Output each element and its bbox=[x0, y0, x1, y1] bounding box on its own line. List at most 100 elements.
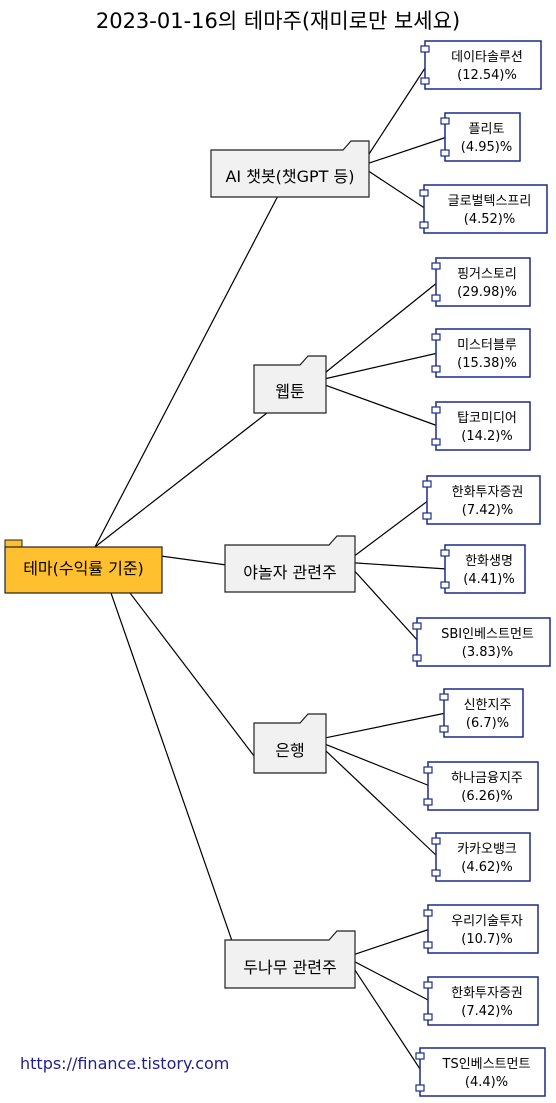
theme-node[interactable]: 두나무 관련주 bbox=[224, 930, 356, 989]
component-tab bbox=[423, 766, 433, 774]
folder-icon bbox=[210, 140, 370, 198]
stock-name: 우리기술투자 bbox=[451, 914, 523, 929]
stock-node[interactable]: 한화투자증권 (7.42)% bbox=[422, 475, 541, 525]
component-icon bbox=[427, 976, 539, 1026]
component-tab bbox=[423, 909, 433, 917]
connector-line bbox=[350, 562, 448, 570]
component-tab bbox=[439, 693, 449, 701]
component-icon bbox=[443, 688, 524, 738]
component-icon bbox=[427, 761, 539, 811]
stock-name: 하나금융지주 bbox=[451, 771, 523, 786]
stock-node[interactable]: 우리기술투자(10.7)% bbox=[423, 904, 539, 954]
component-tab bbox=[440, 581, 450, 589]
connector-line bbox=[321, 746, 439, 858]
component-tab bbox=[423, 1013, 433, 1021]
stock-return: (4.52)% bbox=[464, 212, 515, 227]
component-icon bbox=[424, 40, 542, 90]
component-tab bbox=[419, 189, 429, 197]
connector-line bbox=[321, 383, 439, 427]
stock-name: 글로벌텍스프리 bbox=[448, 194, 532, 209]
component-tab bbox=[439, 725, 449, 733]
stock-return: (7.42)% bbox=[461, 1004, 512, 1019]
connector-line bbox=[321, 712, 447, 740]
stock-name: 한화투자증권 bbox=[451, 986, 523, 1001]
theme-label: 웹툰 bbox=[275, 382, 304, 401]
connector-line bbox=[364, 168, 427, 210]
connector-line bbox=[94, 196, 278, 548]
theme-label: 야놀자 관련주 bbox=[243, 563, 336, 582]
stock-node[interactable]: 플리토 (4.95)% bbox=[440, 112, 521, 162]
component-icon bbox=[426, 475, 541, 525]
theme-node[interactable]: 은행 bbox=[253, 713, 327, 774]
component-tab bbox=[415, 1052, 425, 1060]
component-tab bbox=[431, 438, 441, 446]
folder-icon bbox=[224, 535, 356, 593]
stock-node[interactable]: 하나금융지주 (6.26)% bbox=[423, 761, 539, 811]
connector-line bbox=[350, 963, 423, 1073]
theme-node[interactable]: AI 챗봇(챗GPT 등) bbox=[210, 140, 370, 198]
component-tab bbox=[423, 941, 433, 949]
component-tab bbox=[431, 262, 441, 270]
component-tab bbox=[440, 149, 450, 157]
component-tab bbox=[422, 512, 432, 520]
stock-return: (15.38)% bbox=[457, 356, 517, 371]
stock-node[interactable]: 데이타솔루션(12.54)% bbox=[420, 40, 542, 90]
stock-node[interactable]: 한화투자증권 (7.42)% bbox=[423, 976, 539, 1026]
theme-label: 두나무 관련주 bbox=[243, 958, 336, 977]
theme-label: AI 챗봇(챗GPT 등) bbox=[225, 167, 354, 186]
component-tab bbox=[423, 798, 433, 806]
stock-node[interactable]: 미스터블루(15.38)% bbox=[431, 328, 531, 378]
stock-return: (29.98)% bbox=[457, 285, 517, 300]
folder-icon bbox=[253, 355, 327, 414]
folder-icon bbox=[224, 930, 356, 989]
component-icon bbox=[435, 832, 531, 882]
stock-node[interactable]: 핑거스토리(29.98)% bbox=[431, 257, 531, 307]
stock-name: 한화투자증권 bbox=[452, 485, 524, 500]
component-tab bbox=[440, 117, 450, 125]
stock-return: (4.95)% bbox=[461, 140, 512, 155]
connector-line bbox=[350, 499, 430, 559]
stock-name: 플리토 bbox=[469, 122, 505, 137]
connector-line bbox=[350, 928, 431, 957]
component-tab bbox=[419, 221, 429, 229]
stock-node[interactable]: 신한지주 (6.7)% bbox=[439, 688, 524, 738]
stock-return: (6.7)% bbox=[466, 716, 509, 731]
stock-name: 탑코미디어 bbox=[457, 411, 517, 426]
stock-node[interactable]: 카카오뱅크(4.62)% bbox=[431, 832, 531, 882]
footer-url[interactable]: https://finance.tistory.com bbox=[20, 1054, 229, 1073]
stock-name: 신한지주 bbox=[464, 698, 512, 713]
component-icon bbox=[435, 401, 531, 451]
component-tab bbox=[415, 1084, 425, 1092]
component-tab bbox=[420, 77, 430, 85]
stock-return: (6.26)% bbox=[461, 789, 512, 804]
connector-line bbox=[94, 546, 249, 989]
component-icon bbox=[427, 904, 539, 954]
stock-node[interactable]: 글로벌텍스프리 (4.52)% bbox=[419, 184, 548, 234]
root-label: 테마(수익률 기준) bbox=[23, 559, 144, 578]
theme-node[interactable]: 웹툰 bbox=[253, 355, 327, 414]
stock-name: TS인베스트먼트 bbox=[442, 1057, 531, 1072]
theme-node[interactable]: 야놀자 관련주 bbox=[224, 535, 356, 593]
stock-return: (7.42)% bbox=[462, 503, 513, 518]
stock-node[interactable]: SBI인베스트먼트(3.83)% bbox=[412, 617, 551, 667]
stock-return: (4.62)% bbox=[461, 860, 512, 875]
root-node[interactable]: 테마(수익률 기준) bbox=[4, 539, 163, 594]
component-tab bbox=[431, 333, 441, 341]
component-tab bbox=[431, 365, 441, 373]
stock-return: (3.83)% bbox=[462, 645, 513, 660]
component-icon bbox=[444, 544, 526, 594]
connector-line bbox=[321, 352, 439, 381]
connector-lines bbox=[94, 64, 448, 1073]
component-tab bbox=[440, 549, 450, 557]
component-tab bbox=[431, 294, 441, 302]
theme-label: 은행 bbox=[275, 741, 304, 760]
stock-name: 한화생명 bbox=[465, 554, 513, 569]
stock-node[interactable]: 한화생명 (4.41)% bbox=[440, 544, 526, 594]
stock-return: (4.41)% bbox=[463, 572, 514, 587]
connector-line bbox=[321, 281, 439, 376]
stock-node[interactable]: 탑코미디어(14.2)% bbox=[431, 401, 531, 451]
connector-line bbox=[350, 959, 431, 1002]
stock-node[interactable]: TS인베스트먼트(4.4)% bbox=[415, 1047, 546, 1097]
